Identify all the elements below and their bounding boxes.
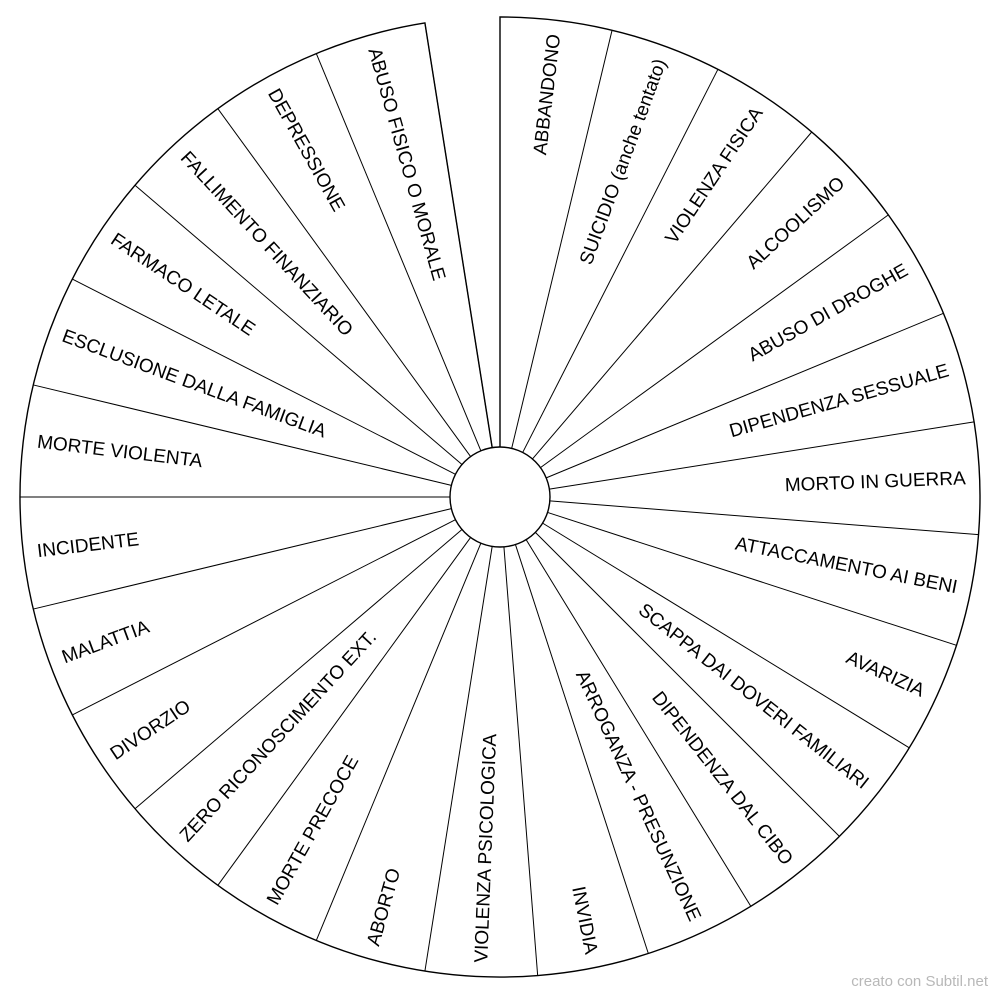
sector-divider bbox=[535, 532, 840, 837]
sector-divider bbox=[532, 131, 813, 460]
sector-divider bbox=[217, 108, 472, 457]
sector-divider bbox=[522, 69, 719, 453]
sector-divider bbox=[217, 537, 472, 886]
sector-divider bbox=[72, 519, 456, 716]
sector-divider bbox=[547, 511, 957, 646]
sector-divider bbox=[33, 384, 452, 486]
sector-divider bbox=[514, 544, 649, 954]
sector-divider bbox=[72, 278, 456, 475]
sector-divider bbox=[424, 22, 493, 448]
sector-divider bbox=[525, 539, 752, 907]
sector-divider bbox=[540, 214, 889, 469]
sector-divider bbox=[315, 543, 482, 941]
sector-divider bbox=[134, 184, 463, 465]
sector-divider bbox=[542, 522, 910, 749]
sector-divider bbox=[549, 500, 979, 536]
credit-footer: creato con Subtil.net bbox=[851, 973, 988, 990]
sector-divider bbox=[424, 546, 493, 972]
sector-divider bbox=[511, 30, 613, 449]
sector-divider bbox=[503, 546, 539, 976]
sector-divider bbox=[134, 529, 463, 810]
sector-divider bbox=[315, 53, 482, 451]
sector-divider bbox=[546, 312, 944, 479]
wheel-spokes bbox=[20, 17, 979, 976]
wheel-hub bbox=[449, 446, 551, 548]
sector-divider bbox=[549, 421, 975, 490]
sector-divider bbox=[33, 508, 452, 610]
